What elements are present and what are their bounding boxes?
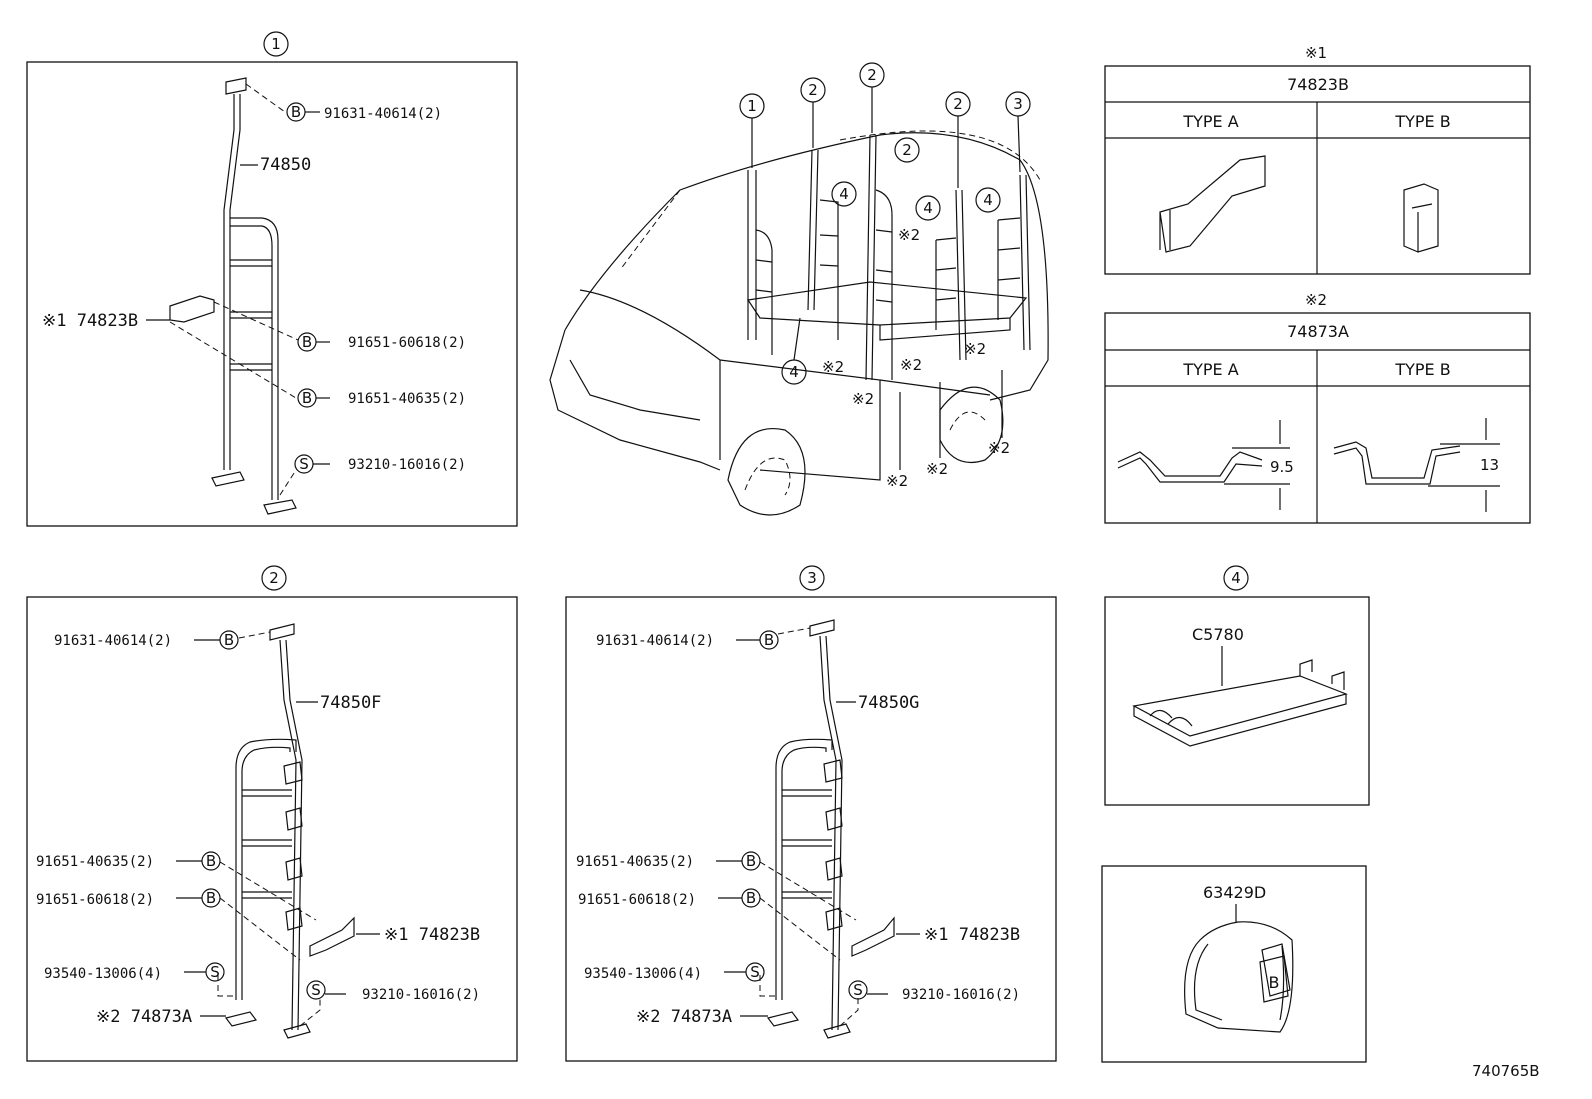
callout-4: 4 [983,191,993,209]
note-1-type-a: TYPE A [1182,112,1238,131]
plate-label: ※2 74873A [96,1007,192,1027]
shelf-tray-drawing [1132,675,1348,737]
s-mark: S [299,455,309,473]
screw-bottom-label: 93210-16016(2) [902,987,1020,1003]
bolt-mid2-label: 91651-60618(2) [36,892,154,908]
mark2-label: ※2 [926,460,948,478]
b-mark: B [1269,973,1280,992]
note-1-part: 74823B [1287,75,1349,94]
panel-4-part: C5780 [1192,625,1244,644]
note-1-mark: ※1 [1305,44,1327,62]
bolt-top-label: 91631-40614(2) [596,633,714,649]
pillar-label: 74850G [858,693,919,713]
panel-1-frame [26,61,518,527]
s-mark: S [210,963,220,981]
panel-2-number: 2 [269,569,279,587]
callout-2: 2 [867,66,877,84]
note-2-dim-a: 9.5 [1270,458,1294,476]
bolt-top-label: 91631-40614(2) [54,633,172,649]
screw-foot-label: 93540-13006(4) [584,966,702,982]
pillar-74850f-drawing [224,623,355,1039]
b-mark: B [746,889,756,907]
b-mark: B [291,103,301,121]
panel-2-frame [26,596,518,1062]
pillar-label: 74850F [320,693,381,713]
b-mark: B [764,631,774,649]
note-2-type-a: TYPE A [1182,360,1238,379]
panel-2: 2 91631-40614(2) B 74850F 91651-40635(2)… [26,565,518,1062]
panel-3-number: 3 [807,569,817,587]
pillar-74850g-drawing [766,619,895,1039]
panel-3-frame [565,596,1057,1062]
b-mark: B [224,631,234,649]
b-mark: B [746,852,756,870]
bolt-mid1-label: 91651-40635(2) [576,854,694,870]
s-mark: S [311,981,321,999]
van-callouts: 1 2 2 2 2 3 4 4 4 4 [739,62,1031,385]
mark2-label: ※2 [886,472,908,490]
s-mark: S [750,963,760,981]
screw-foot-label: 93540-13006(4) [44,966,162,982]
plate-label: ※2 74873A [636,1007,732,1027]
bolt-mid1-label: 91651-40635(2) [36,854,154,870]
van-mark2-labels: ※2 ※2 ※2 ※2 ※2 ※2 ※2 ※2 [822,226,1010,490]
panel-1: 1 B 91631-40614(2) 74850 ※1 74823B B 9 [26,31,518,527]
screw-bottom-label: 93210-16016(2) [362,987,480,1003]
bracket-label: ※1 74823B [384,925,480,945]
callout-4: 4 [923,199,933,217]
bolt-top-label: 91631-40614(2) [324,106,442,122]
bracket-label: ※1 74823B [42,311,138,331]
panel-4-frame [1104,596,1370,806]
mark2-label: ※2 [964,340,986,358]
panel-1-number: 1 [271,35,281,53]
strap-drawing [1184,921,1294,1033]
note-2-mark: ※2 [1305,291,1327,309]
note-2-dim-b: 13 [1480,456,1499,474]
panel-5-part: 63429D [1203,883,1266,902]
mark2-label: ※2 [822,358,844,376]
b-mark: B [206,852,216,870]
note-1-type-b: TYPE B [1394,112,1450,131]
note-2-type-b: TYPE B [1394,360,1450,379]
bolt-mid2-label: 91651-60618(2) [578,892,696,908]
panel-3: 3 91631-40614(2) B 74850G 91651-40635(2)… [565,565,1057,1062]
panel-4: 4 C5780 [1104,565,1370,806]
van-overview: 1 2 2 2 2 3 4 4 4 4 ※2 ※2 ※2 ※2 ※2 ※2 ※2… [549,62,1049,516]
bolt-mid2-label: 91651-40635(2) [348,391,466,407]
panel-4-number: 4 [1231,569,1241,587]
note-1-table: ※1 74823B TYPE A TYPE B [1104,44,1531,275]
callout-2: 2 [808,81,818,99]
drawing-id: 740765B [1472,1062,1540,1080]
s-mark: S [853,981,863,999]
note-2-table: ※2 74873A TYPE A TYPE B 9.5 13 [1104,291,1531,524]
callout-2: 2 [953,95,963,113]
panel-5: 63429D B [1101,865,1367,1063]
mark2-label: ※2 [900,356,922,374]
callout-4: 4 [839,185,849,203]
b-mark: B [302,333,312,351]
b-mark: B [206,889,216,907]
callout-2: 2 [902,141,912,159]
note-2-part: 74873A [1287,322,1349,341]
mark2-label: ※2 [852,390,874,408]
callout-1: 1 [747,97,757,115]
panel-5-frame [1101,865,1367,1063]
b-mark: B [302,389,312,407]
pillar-label: 74850 [260,155,311,175]
mark2-label: ※2 [898,226,920,244]
screw-bottom-label: 93210-16016(2) [348,457,466,473]
bracket-label: ※1 74823B [924,925,1020,945]
pillar-74850-drawing [169,77,297,515]
bolt-mid1-label: 91651-60618(2) [348,335,466,351]
callout-4: 4 [789,363,799,381]
callout-3: 3 [1013,95,1023,113]
mark2-label: ※2 [988,439,1010,457]
